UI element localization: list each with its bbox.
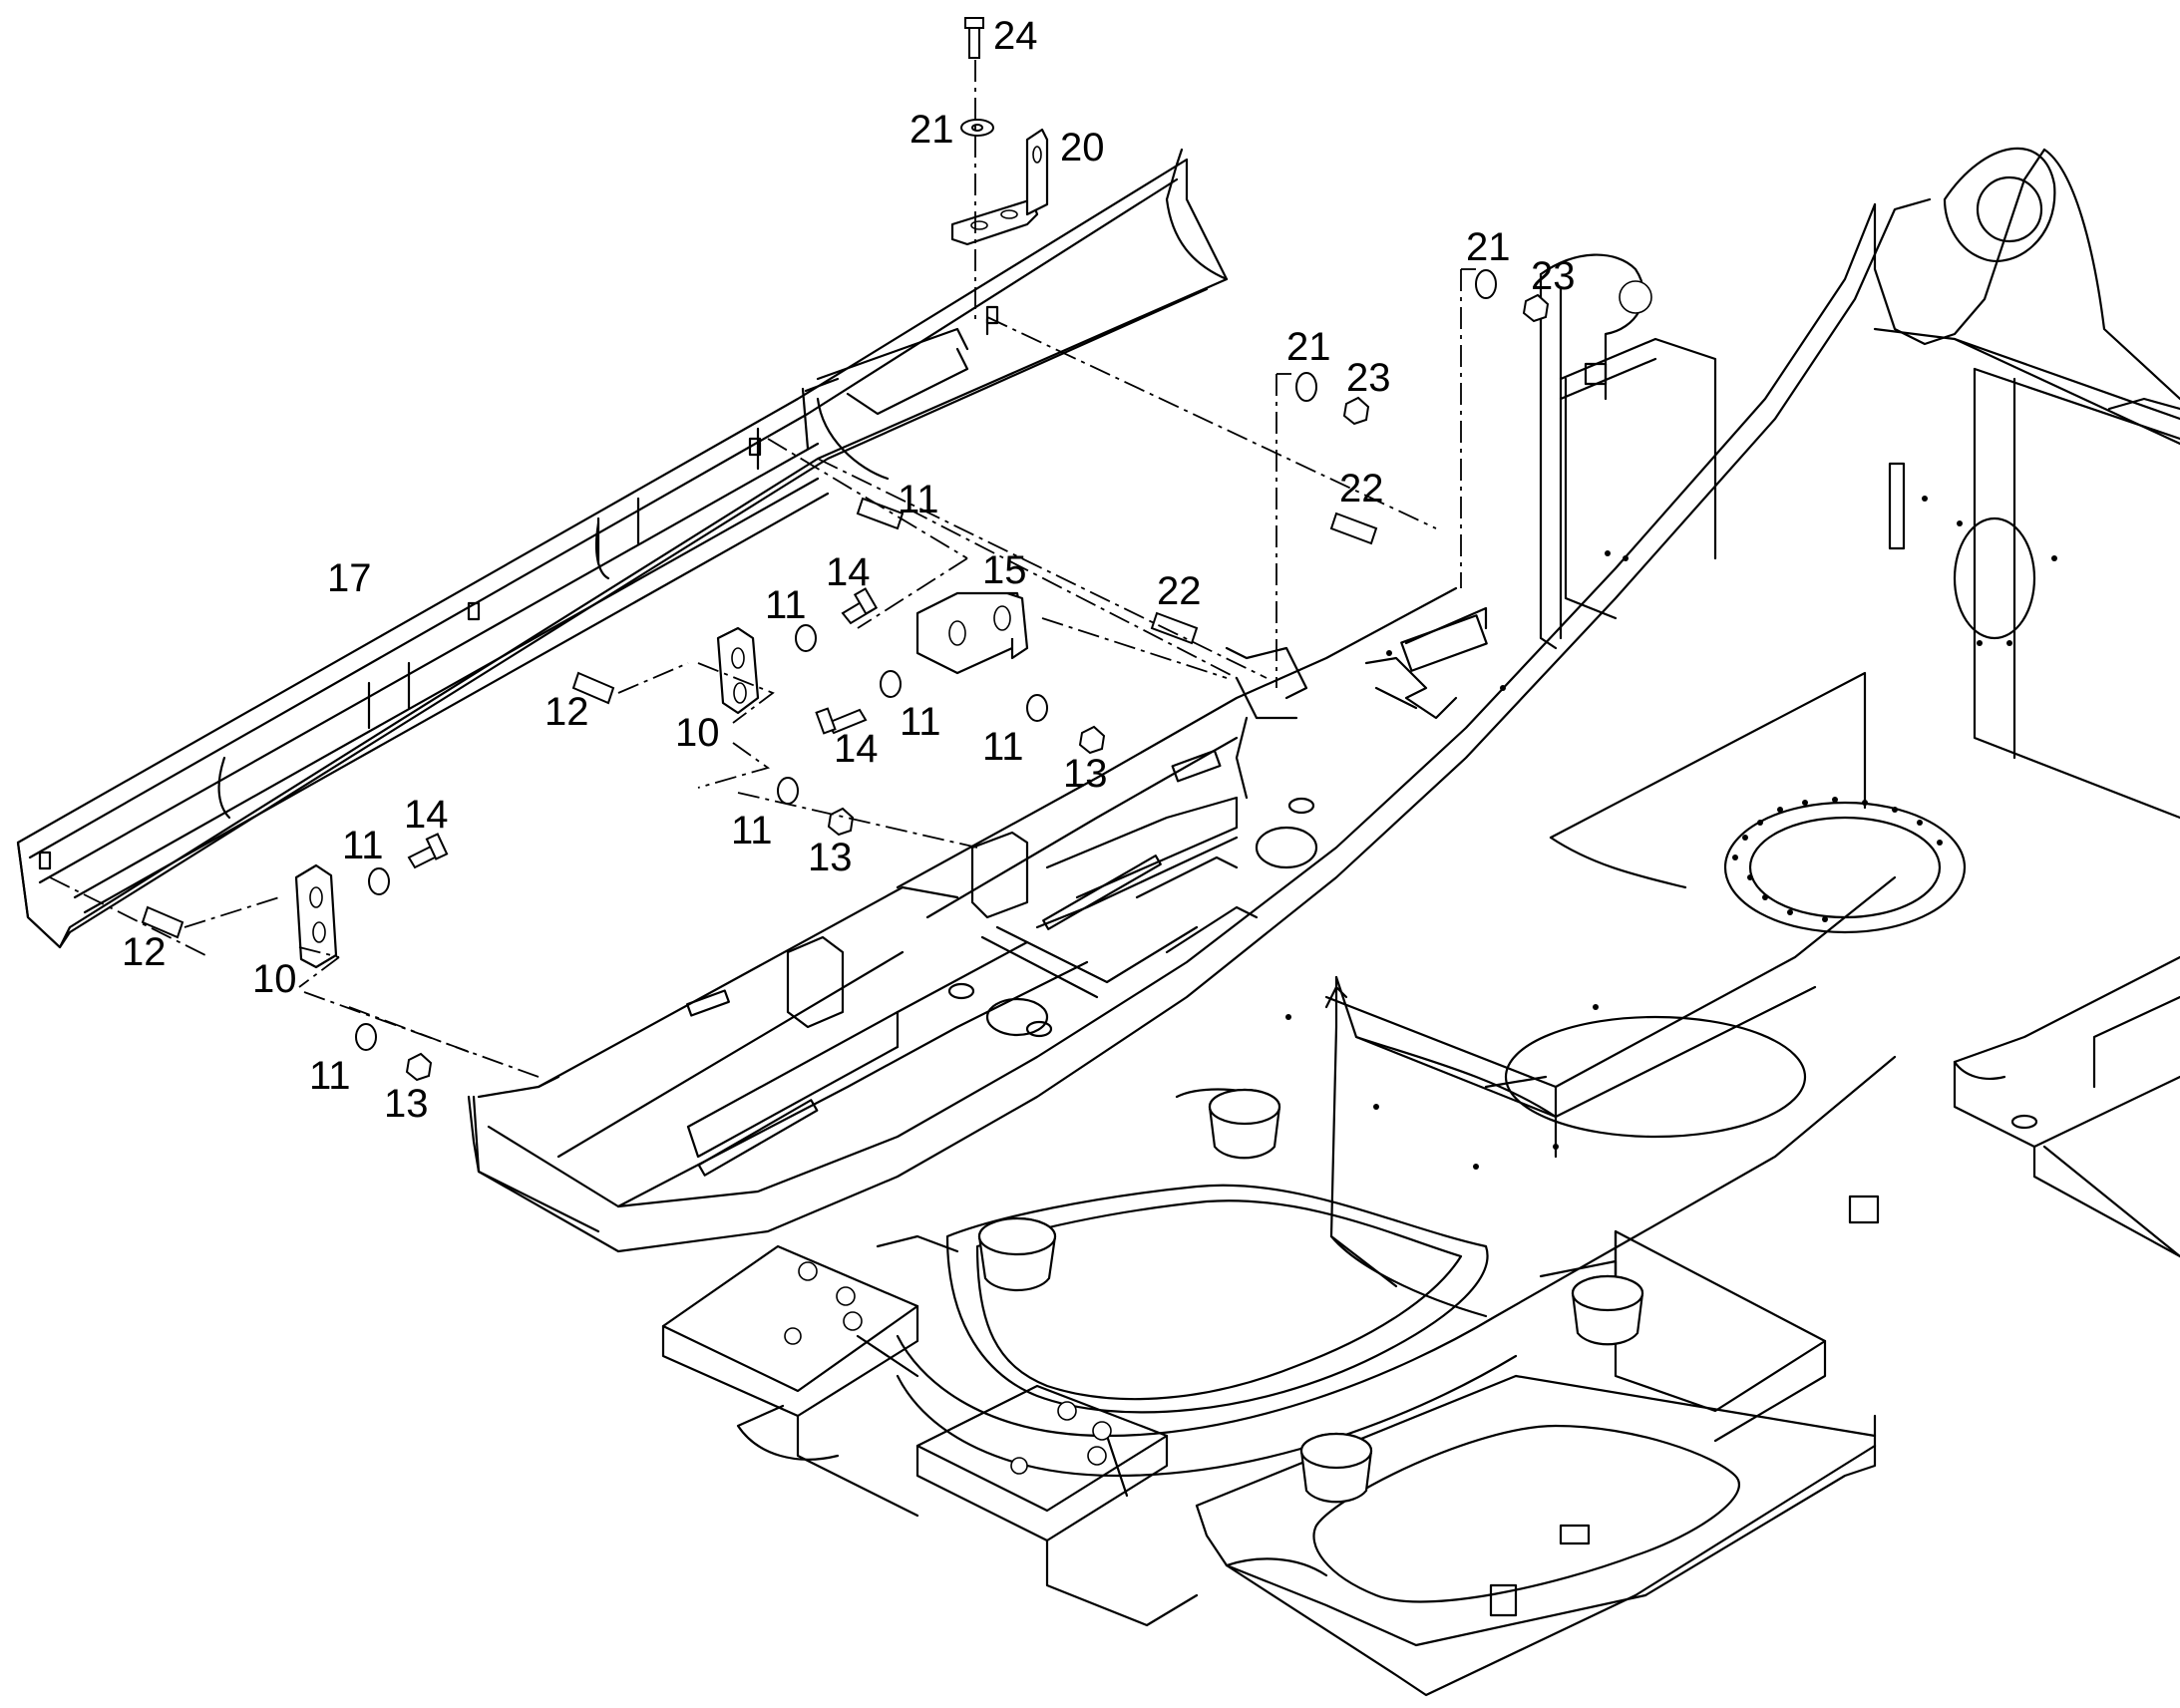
- bracket-10-lower: [294, 863, 338, 969]
- bearing-bolt-dots: [1732, 797, 1943, 922]
- callout-11: 11: [309, 1054, 351, 1098]
- stud-12-lower: [141, 905, 184, 939]
- rubber-mount-1: [1208, 1088, 1281, 1160]
- callout-11: 11: [982, 725, 1024, 769]
- washer-11-c: [1026, 694, 1048, 722]
- callout-21: 21: [1466, 225, 1511, 269]
- side-cover-17: [16, 148, 1229, 949]
- callout-21: 21: [1286, 325, 1331, 369]
- bracket-20: [950, 128, 1049, 246]
- callout-13: 13: [384, 1082, 429, 1126]
- washer-11-b: [880, 670, 902, 698]
- callout-11: 11: [731, 809, 773, 853]
- bolt-14-upper: [841, 587, 879, 625]
- callout-17: 17: [327, 556, 372, 600]
- rubber-mount-3: [1571, 1274, 1644, 1346]
- callout-20: 20: [1060, 126, 1105, 170]
- bolt-14-mid: [815, 707, 868, 735]
- bracket-10-upper: [716, 626, 760, 715]
- callout-23: 23: [1531, 254, 1576, 298]
- assembly-centerlines: [49, 60, 1476, 1078]
- callout-11: 11: [765, 583, 807, 627]
- callout-10: 10: [675, 711, 720, 755]
- washer-11-e: [368, 867, 390, 895]
- nut-23-right-a: [1522, 293, 1550, 323]
- bolt-24-icon: [964, 17, 984, 59]
- callout-14: 14: [834, 727, 879, 771]
- rubber-mount-2: [977, 1216, 1057, 1291]
- bracket-15: [915, 591, 1029, 675]
- hardware: [141, 17, 1550, 1082]
- nut-13-b: [827, 807, 855, 837]
- callout-11: 11: [900, 700, 941, 744]
- nut-13-c: [405, 1052, 433, 1082]
- callout-23: 23: [1346, 356, 1391, 400]
- callout-12: 12: [122, 930, 167, 974]
- callout-labels: 24 21 20 21 23 21 23 22 11 17 14 15 11 2…: [122, 14, 1576, 1126]
- nut-13-a: [1078, 725, 1106, 755]
- frame-pegs: [1285, 496, 2057, 1170]
- callout-10: 10: [252, 957, 297, 1001]
- main-frame: [467, 147, 2180, 1697]
- callout-14: 14: [826, 550, 871, 594]
- rubber-mount-4: [1299, 1432, 1373, 1504]
- washer-11-d: [777, 777, 799, 805]
- stud-22-lower: [1150, 611, 1199, 645]
- stud-22-upper: [1329, 512, 1378, 545]
- nut-23-right-b: [1342, 396, 1370, 426]
- callout-21: 21: [909, 108, 954, 152]
- bolt-14-lower: [407, 833, 449, 869]
- callout-22: 22: [1339, 467, 1384, 511]
- callout-22: 22: [1157, 569, 1202, 613]
- callout-11: 11: [898, 478, 939, 521]
- washer-21-right-a: [1475, 269, 1497, 299]
- washer-11-f: [355, 1023, 377, 1051]
- callout-24: 24: [993, 14, 1038, 58]
- washer-21-right-b: [1295, 372, 1317, 402]
- callout-13: 13: [808, 836, 853, 879]
- callout-11: 11: [342, 824, 384, 867]
- callout-12: 12: [545, 690, 589, 734]
- washer-11-a: [795, 624, 817, 652]
- callout-13: 13: [1063, 752, 1108, 796]
- callout-15: 15: [982, 548, 1027, 592]
- stud-11-upper: [856, 497, 905, 530]
- callout-14: 14: [404, 793, 449, 837]
- stud-12-upper: [571, 671, 615, 705]
